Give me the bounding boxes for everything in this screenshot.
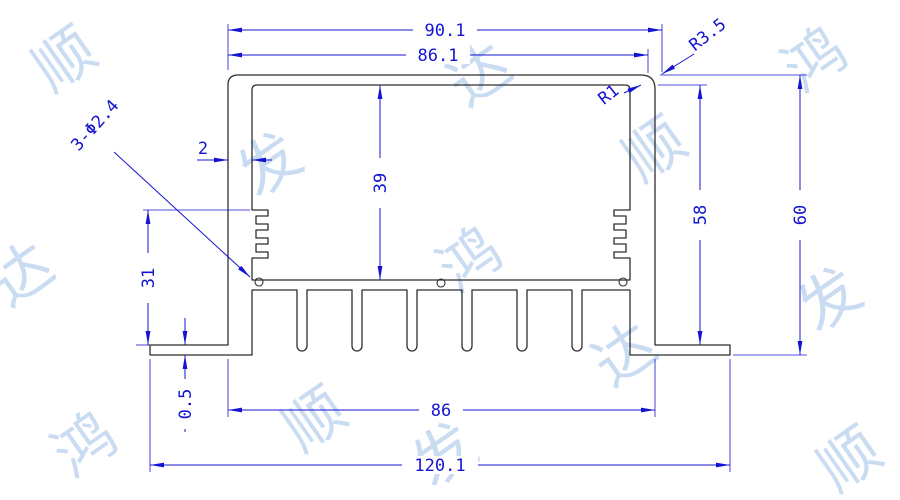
- profile-outline: [149, 74, 731, 356]
- leader-line: [113, 151, 251, 278]
- hole-circle: [436, 278, 446, 288]
- hole-circle: [618, 277, 628, 287]
- dim-label: R3.5: [686, 15, 731, 56]
- dim-label: 58: [691, 205, 711, 225]
- dim-wall-thickness: 2: [197, 139, 272, 163]
- dim-width-overall-top: 90.1: [228, 21, 662, 41]
- dim-hole-callout: 3-Φ2.4: [67, 96, 251, 278]
- dim-width-inner-top: 86.1: [228, 46, 648, 66]
- dim-label: 3-Φ2.4: [67, 96, 123, 155]
- extension-lines: [136, 24, 807, 472]
- dim-base-width: 86: [228, 401, 655, 421]
- dim-overall-width: 120.1: [150, 456, 730, 476]
- dim-radius-outer: R3.5: [661, 15, 731, 75]
- dim-overall-height: 60: [791, 75, 811, 355]
- dim-base-lip: 0.5: [176, 318, 196, 432]
- dim-label: 86: [431, 401, 451, 421]
- dim-inner-height: 58: [691, 85, 711, 345]
- dim-label: 60: [791, 205, 811, 225]
- dim-label: 86.1: [418, 46, 459, 66]
- dim-label: 120.1: [414, 456, 465, 476]
- hole-circle: [254, 277, 264, 287]
- dim-label: 0.5: [176, 389, 196, 420]
- dim-label: 2: [198, 139, 208, 159]
- leader-line: [661, 53, 695, 75]
- dim-cavity-height: 39: [371, 85, 391, 280]
- dim-label: 90.1: [425, 21, 466, 41]
- dim-label: 31: [139, 268, 159, 288]
- leader-line: [623, 84, 642, 94]
- dim-label: 39: [371, 173, 391, 193]
- dim-side-height: 31: [139, 210, 159, 345]
